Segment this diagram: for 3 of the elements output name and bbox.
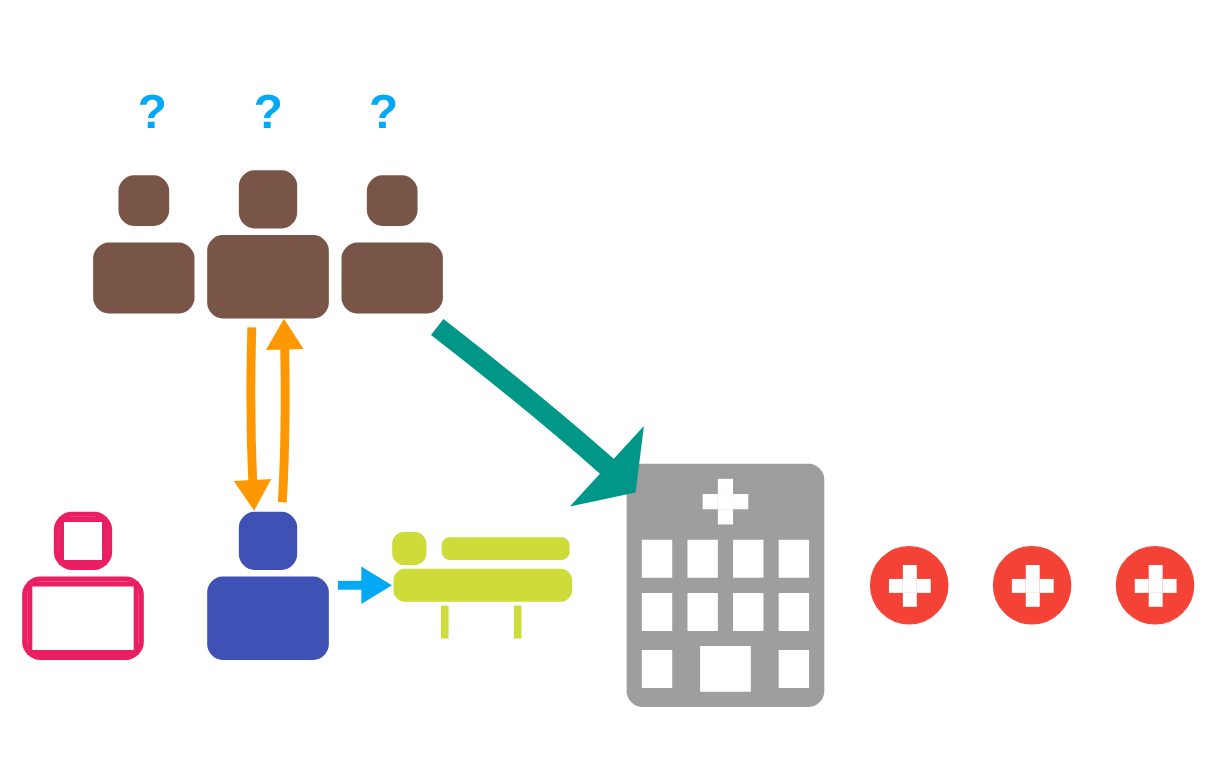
- node-label: ?: [253, 83, 283, 138]
- node-label: ?: [137, 83, 167, 138]
- node-label: ?: [368, 83, 399, 138]
